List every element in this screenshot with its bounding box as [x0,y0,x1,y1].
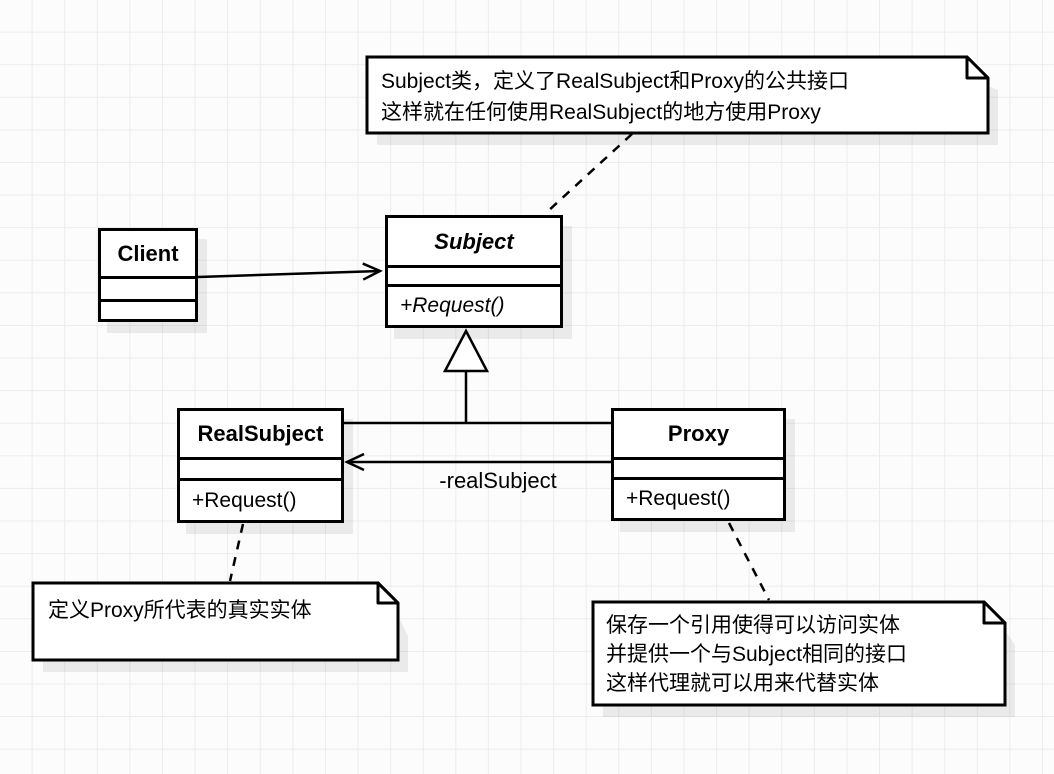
note-line: 这样代理就可以用来代替实体 [606,672,879,695]
note-line: 保存一个引用使得可以访问实体 [606,614,900,637]
class-method: +Request() [400,294,505,317]
note-realsubject-text: 定义Proxy所代表的真实实体 [48,596,312,626]
class-attributes-compartment [101,276,195,299]
note-realsubject-shape[interactable] [31,581,408,672]
class-name: Proxy [667,421,730,446]
note-subject-text: Subject类，定义了RealSubject和Proxy的公共接口 这样就在任… [381,66,849,128]
class-name: RealSubject [197,421,324,446]
note-proxy-shape[interactable] [591,600,1015,717]
note-subject-shape[interactable] [365,55,998,145]
note-line: 定义Proxy所代表的真实实体 [48,599,312,622]
class-methods-compartment: +Request() [180,478,341,520]
generalization-connector[interactable] [344,328,611,425]
note-connector-realsubject[interactable] [228,523,245,582]
class-methods-compartment: +Request() [614,477,783,518]
note-fold-icon [376,581,400,605]
generalization-triangle-icon [442,328,490,373]
class-box-realsubject[interactable]: RealSubject +Request() [177,408,344,523]
class-box-proxy[interactable]: Proxy +Request() [611,408,786,521]
note-line: 这样就在任何使用RealSubject的地方使用Proxy [381,101,821,124]
class-name: Client [117,240,179,266]
client-subject-association[interactable] [197,262,383,281]
class-attributes-compartment [180,457,341,478]
note-connector-proxy[interactable] [727,522,771,601]
note-body [31,581,400,662]
note-fold-icon [965,55,990,80]
class-box-client[interactable]: Client [98,228,198,322]
note-line: 并提供一个与Subject相同的接口 [606,643,908,666]
note-body [365,55,990,135]
class-box-subject[interactable]: Subject +Request() [385,215,563,328]
note-body [591,600,1007,707]
class-name: Subject [434,228,514,254]
class-attributes-compartment [388,265,560,284]
note-proxy-text: 保存一个引用使得可以访问实体 并提供一个与Subject相同的接口 这样代理就可… [606,611,907,698]
class-methods-compartment: +Request() [388,284,560,325]
class-method: +Request() [626,487,731,510]
association-label: -realSubject [439,468,557,493]
note-line: Subject类，定义了RealSubject和Proxy的公共接口 [381,70,849,93]
note-fold-icon [982,600,1007,625]
class-attributes-compartment [614,457,783,477]
note-connector-subject[interactable] [546,133,633,213]
class-methods-compartment [101,299,195,319]
class-method: +Request() [192,488,297,512]
